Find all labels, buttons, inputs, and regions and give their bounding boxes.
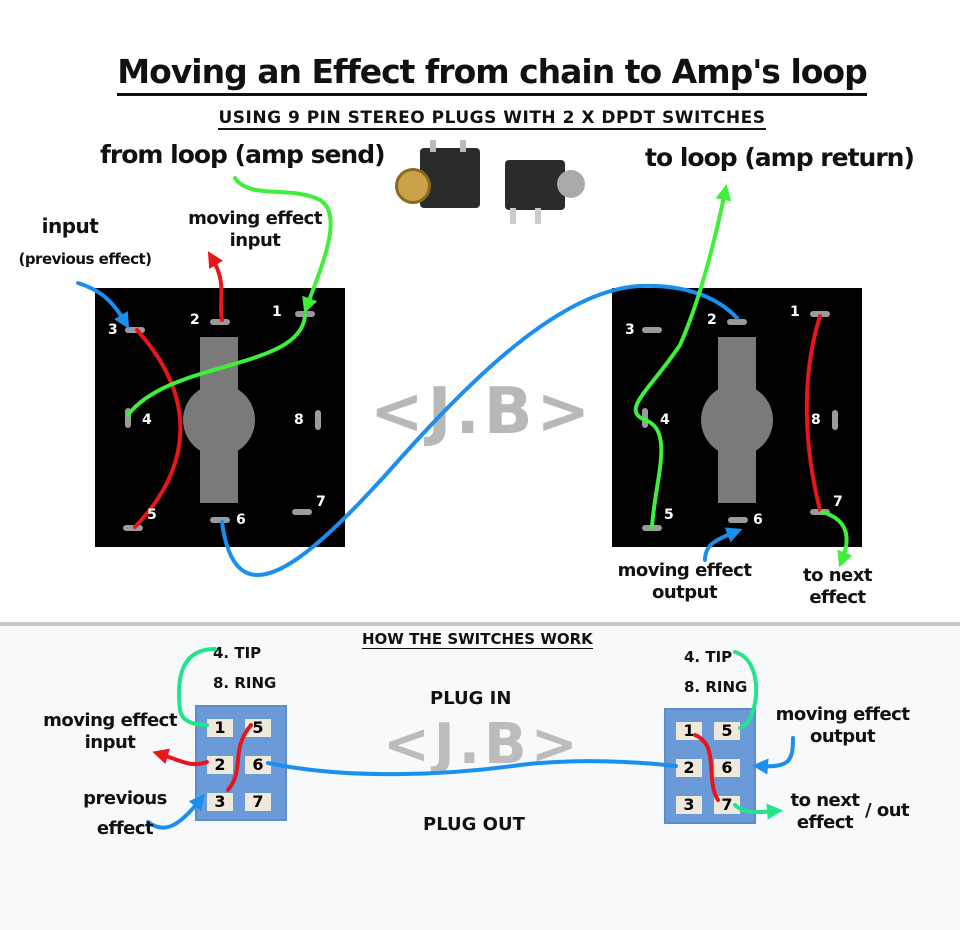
pin-8-label: 8 (811, 412, 821, 428)
pin-6-label: 6 (236, 512, 246, 528)
switch-pin-3: 3 (676, 796, 702, 814)
out-label: / out (865, 800, 910, 821)
watermark: <J.B> (383, 712, 582, 777)
pin-2-label: 2 (707, 312, 717, 328)
pin-1-label: 1 (272, 304, 282, 320)
pin-3-label: 3 (108, 322, 118, 338)
bottom-wires (146, 647, 795, 830)
switch-pin-5: 5 (714, 722, 740, 740)
pins (123, 311, 838, 531)
how-switches-heading: HOW THE SWITCHES WORK (362, 630, 593, 649)
pin-4-label: 4 (142, 412, 152, 428)
pin-7-label: 7 (833, 494, 843, 510)
ring-label: 8. RING (213, 674, 277, 692)
switch-pin-1: 1 (207, 719, 233, 737)
plug-in-label: PLUG IN (430, 688, 512, 709)
pin-7-label: 7 (316, 494, 326, 510)
plug-out-label: PLUG OUT (423, 814, 525, 835)
right-slider (701, 337, 773, 503)
stereo-jack-image (495, 150, 590, 225)
pin-5-label: 5 (147, 507, 157, 523)
pin-4-label: 4 (660, 412, 670, 428)
to-loop-label: to loop (amp return) (645, 143, 915, 172)
from-loop-label: from loop (amp send) (100, 140, 386, 169)
pin-1-label: 1 (790, 304, 800, 320)
pin-6-label: 6 (753, 512, 763, 528)
subtitle: USING 9 PIN STEREO PLUGS WITH 2 X DPDT S… (218, 108, 766, 130)
top-diagram (76, 176, 853, 577)
switch-pin-7: 7 (714, 796, 740, 814)
watermark: <J.B> (370, 375, 595, 449)
pin-5-label: 5 (664, 507, 674, 523)
how-switches-work-panel (0, 622, 960, 930)
switch-pin-7: 7 (245, 793, 271, 811)
switch-pin-6: 6 (714, 759, 740, 777)
pin-2-label: 2 (190, 312, 200, 328)
input-label: input (41, 214, 99, 238)
switch-pin-6: 6 (245, 756, 271, 774)
switch-pin-3: 3 (207, 793, 233, 811)
title: Moving an Effect from chain to Amp's loo… (0, 52, 960, 96)
tip-label: 4. TIP (213, 644, 262, 662)
right-dpdt-switch: 1 5 2 6 3 7 (664, 708, 756, 824)
left-dpdt-switch: 1 5 2 6 3 7 (195, 705, 287, 821)
switch-pin-2: 2 (207, 756, 233, 774)
input-sub-label: (previous effect) (18, 250, 152, 268)
pin-8-label: 8 (294, 412, 304, 428)
tip-label: 4. TIP (684, 648, 733, 666)
stereo-jack-image (390, 140, 490, 220)
switch-pin-2: 2 (676, 759, 702, 777)
pin-3-label: 3 (625, 322, 635, 338)
ring-label: 8. RING (684, 678, 748, 696)
